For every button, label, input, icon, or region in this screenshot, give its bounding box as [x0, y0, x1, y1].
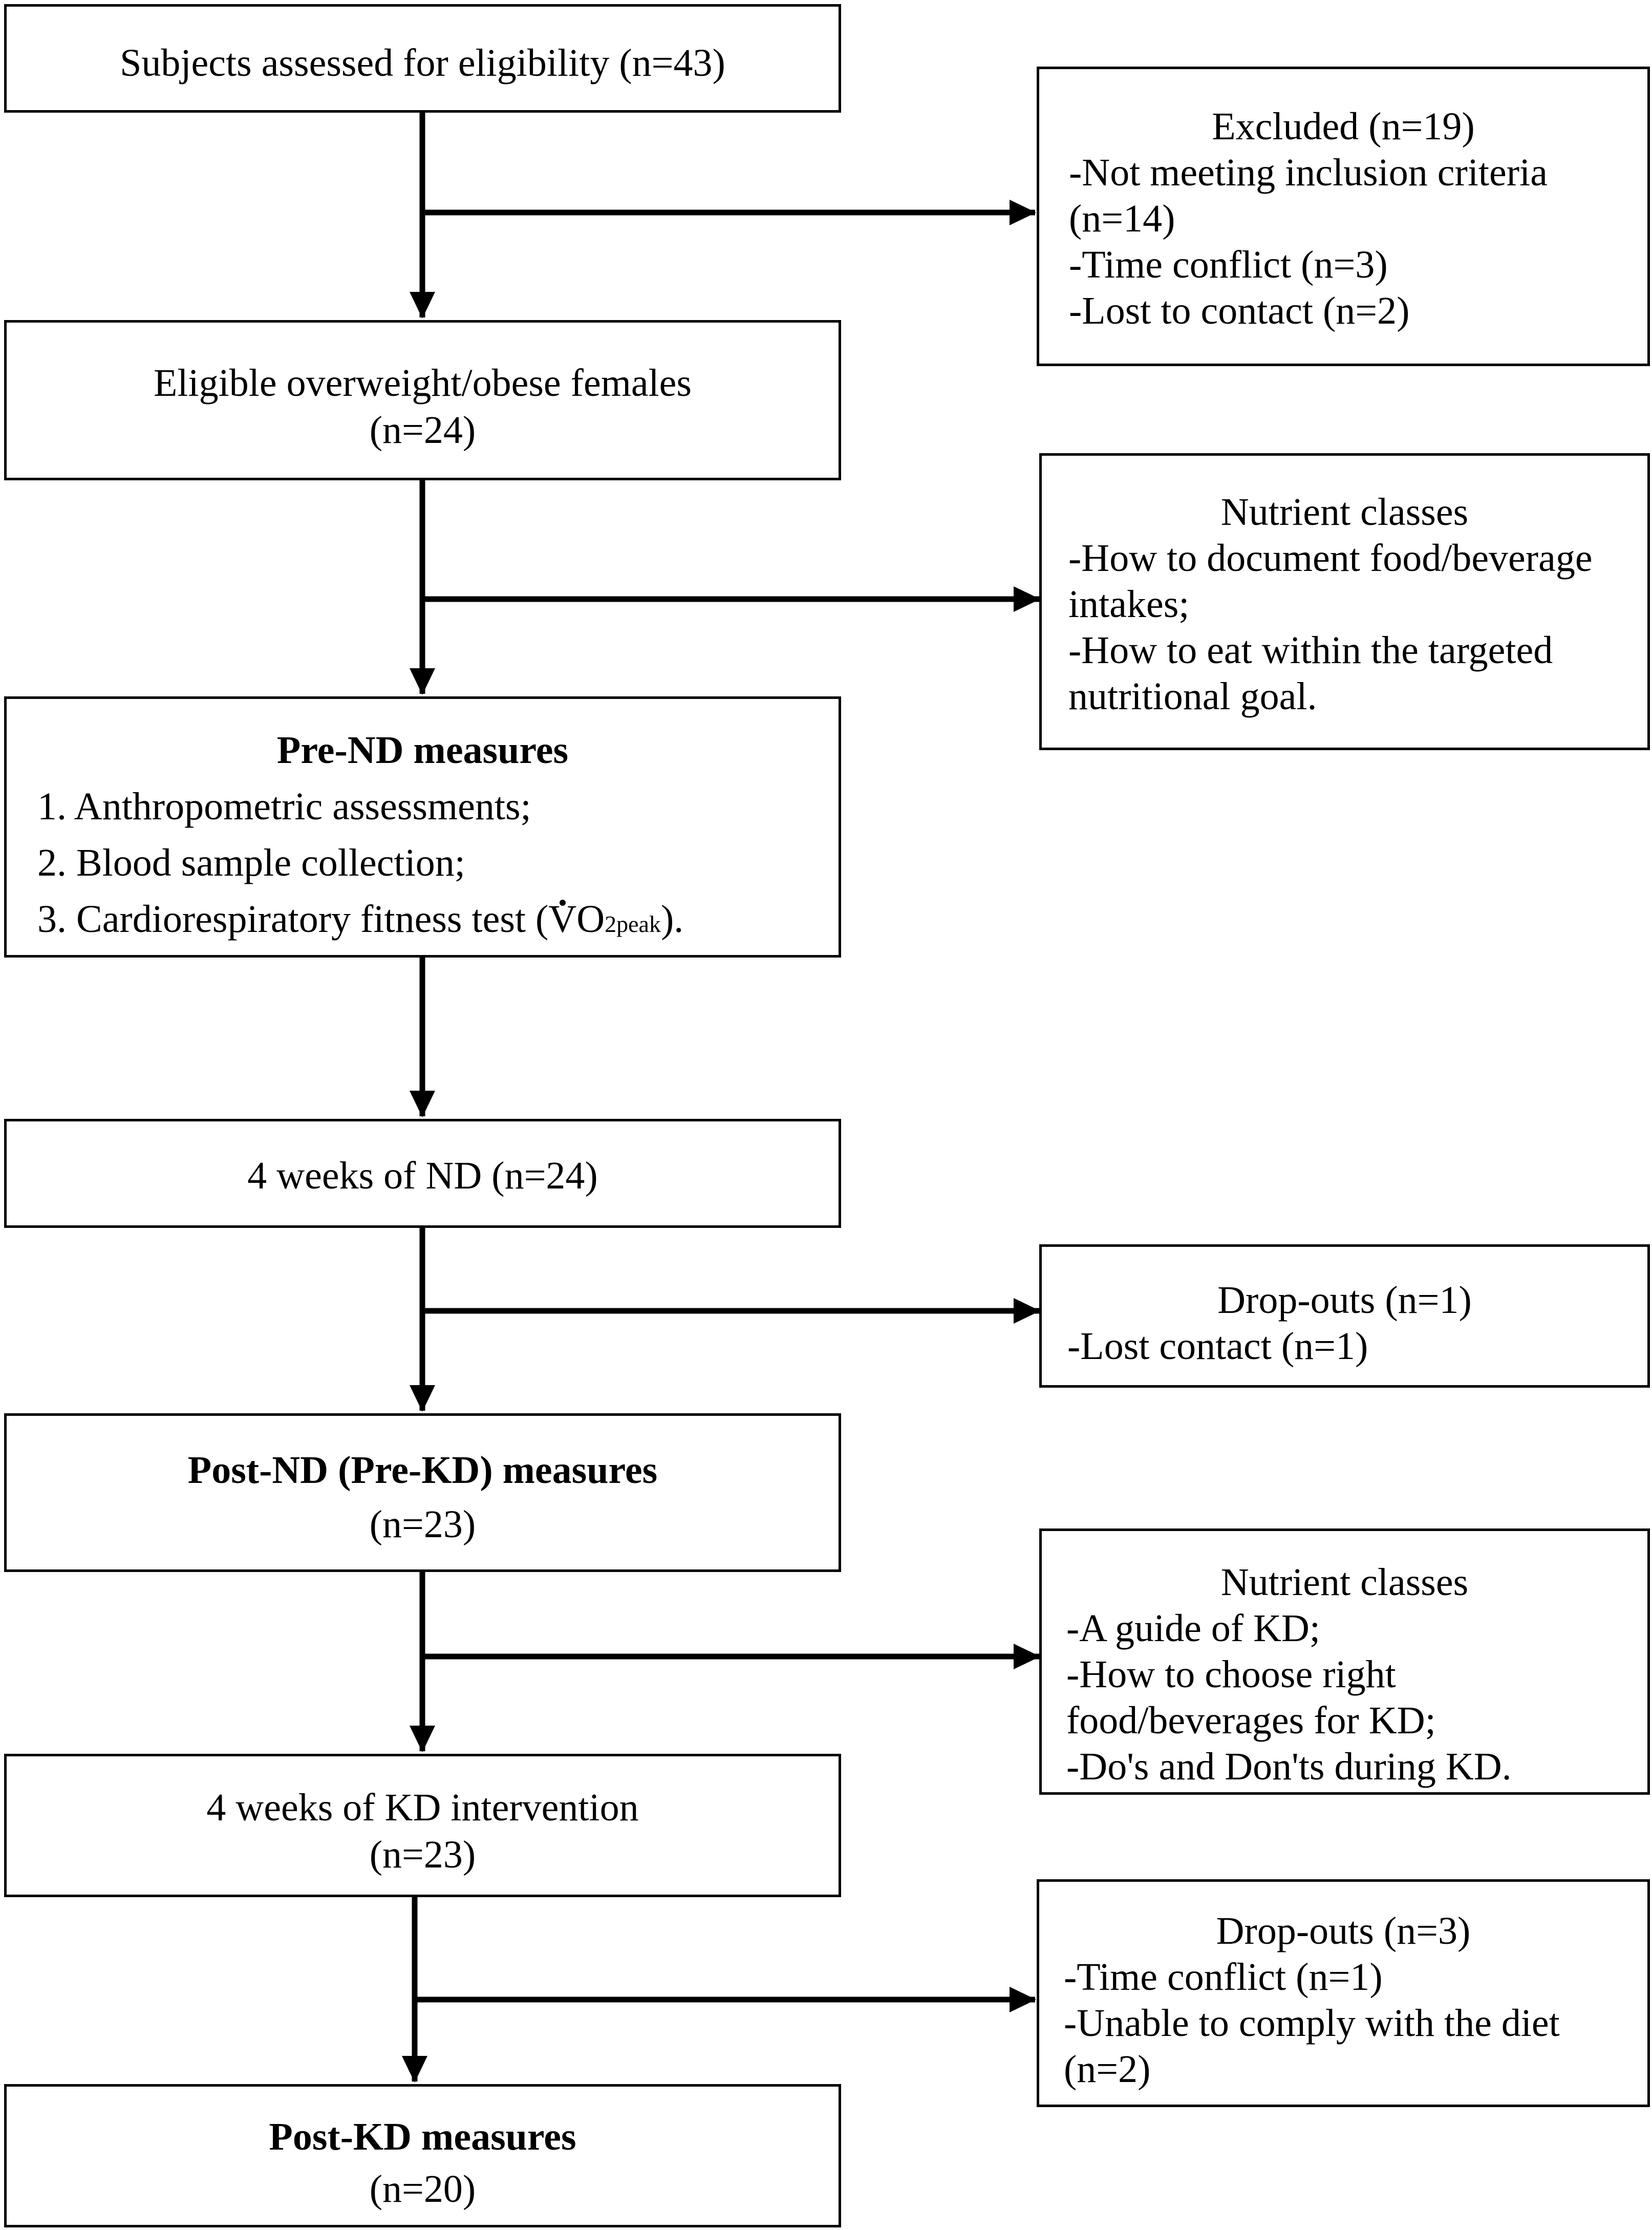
pre-nd-measures-box: Pre-ND measures 1. Anthropometric assess… — [4, 696, 841, 958]
nutrient-classes-item: -Do's and Don'ts during KD. — [1066, 1745, 1512, 1788]
excluded-box: Excluded (n=19) -Not meeting inclusion c… — [1037, 67, 1650, 366]
pre-nd-item: 1. Anthropometric assessments; — [37, 785, 531, 828]
post-kd-title: Post-KD measures — [269, 2115, 576, 2158]
four-weeks-nd-box: 4 weeks of ND (n=24) — [4, 1119, 841, 1228]
post-nd-title: Post-ND (Pre-KD) measures — [187, 1449, 658, 1492]
nutrient-classes-item: food/beverages for KD; — [1066, 1699, 1436, 1742]
nutrient-classes-title: Nutrient classes — [1220, 1561, 1469, 1604]
nutrient-classes-item: nutritional goal. — [1068, 675, 1317, 718]
nutrient-classes-title: Nutrient classes — [1220, 491, 1469, 534]
eligible-count: (n=24) — [369, 409, 476, 452]
vo2-subscript: 2peak — [605, 911, 661, 937]
nutrient-classes-item: -A guide of KD; — [1066, 1607, 1321, 1650]
excluded-reason: (n=14) — [1069, 197, 1175, 240]
excluded-reason: -Not meeting inclusion criteria — [1069, 151, 1548, 194]
nutrient-classes-item: -How to eat within the targeted — [1068, 629, 1553, 672]
post-kd-count: (n=20) — [369, 2168, 476, 2211]
subjects-assessed-box: Subjects assessed for eligibility (n=43) — [4, 4, 841, 113]
post-nd-count: (n=23) — [369, 1503, 476, 1546]
four-weeks-kd-count: (n=23) — [369, 1833, 476, 1876]
dropouts-reason: -Lost contact (n=1) — [1067, 1325, 1368, 1368]
excluded-reason: -Lost to contact (n=2) — [1069, 289, 1410, 332]
dropouts-box-2: Drop-outs (n=3) -Time conflict (n=1) -Un… — [1037, 1879, 1650, 2107]
pre-nd-title: Pre-ND measures — [276, 729, 569, 772]
pre-nd-item3-prefix: 3. Cardiorespiratory fitness test ( — [37, 898, 549, 941]
four-weeks-kd-box: 4 weeks of KD intervention (n=23) — [4, 1754, 841, 1897]
dropouts-title: Drop-outs (n=3) — [1216, 1909, 1471, 1952]
dropouts-title: Drop-outs (n=1) — [1217, 1279, 1472, 1322]
vo2-v-symbol: V — [548, 898, 577, 941]
eligible-text: Eligible overweight/obese females — [154, 362, 692, 405]
nutrient-classes-item: intakes; — [1068, 583, 1190, 626]
dropouts-box-1: Drop-outs (n=1) -Lost contact (n=1) — [1039, 1244, 1650, 1388]
dropouts-reason: -Time conflict (n=1) — [1064, 1956, 1383, 1999]
nutrient-classes-item: -How to document food/beverage — [1068, 537, 1593, 580]
post-kd-measures-box: Post-KD measures (n=20) — [4, 2084, 841, 2227]
eligible-box: Eligible overweight/obese females (n=24) — [4, 320, 841, 480]
four-weeks-kd-text: 4 weeks of KD intervention — [206, 1786, 639, 1829]
pre-nd-item: 2. Blood sample collection; — [37, 841, 465, 884]
post-nd-measures-box: Post-ND (Pre-KD) measures (n=23) — [4, 1413, 841, 1572]
pre-nd-item: 3. Cardiorespiratory fitness test (VO2pe… — [37, 897, 683, 947]
nutrient-classes-item: -How to choose right — [1066, 1653, 1396, 1696]
four-weeks-nd-text: 4 weeks of ND (n=24) — [247, 1154, 598, 1197]
dropouts-reason: -Unable to comply with the diet — [1064, 2002, 1560, 2045]
nutrient-classes-box-1: Nutrient classes -How to document food/b… — [1039, 453, 1650, 750]
excluded-title: Excluded (n=19) — [1212, 105, 1475, 148]
dropouts-reason: (n=2) — [1064, 2048, 1151, 2091]
excluded-reason: -Time conflict (n=3) — [1069, 243, 1388, 286]
vo2-o-symbol: O — [576, 898, 605, 941]
pre-nd-item3-suffix: ). — [660, 898, 684, 941]
nutrient-classes-box-2: Nutrient classes -A guide of KD; -How to… — [1039, 1528, 1650, 1795]
subjects-assessed-text: Subjects assessed for eligibility (n=43) — [120, 41, 725, 84]
